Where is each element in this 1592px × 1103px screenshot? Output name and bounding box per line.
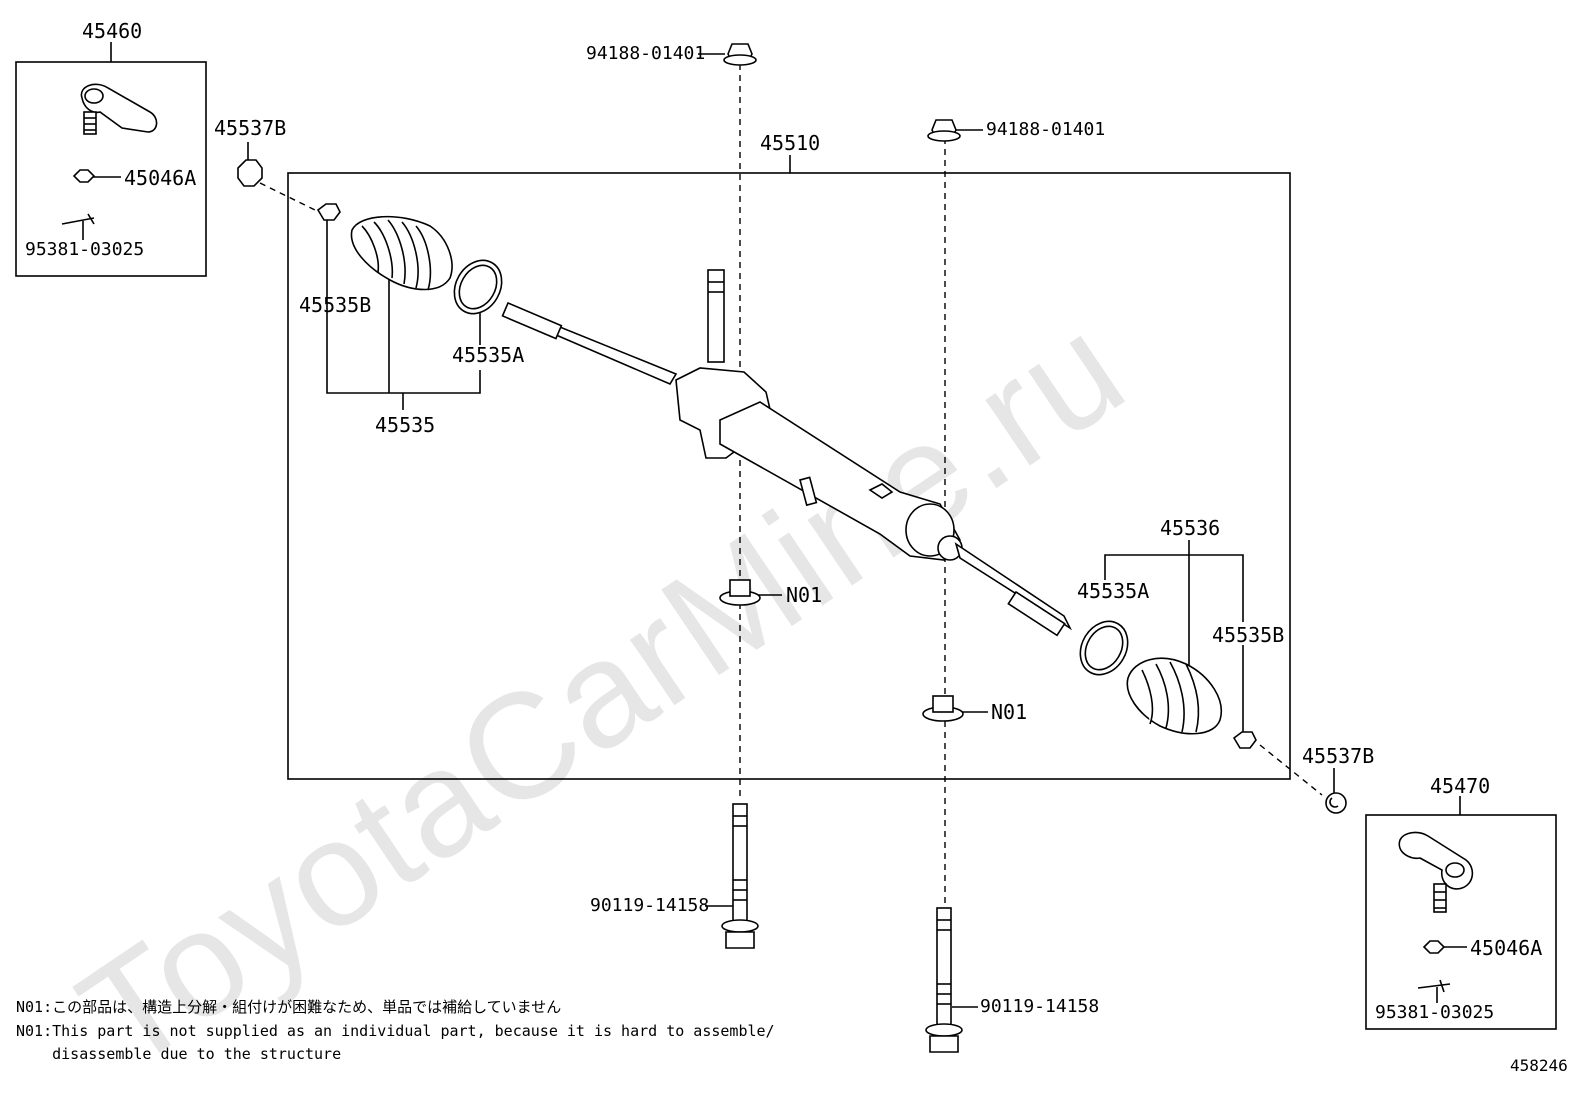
label-nut-right: 45046A <box>1470 936 1543 960</box>
label-clip-right: 45537B <box>1302 744 1375 768</box>
diagram-id: 458246 <box>1510 1056 1568 1075</box>
label-tie-rod-end-left: 45460 <box>82 19 143 43</box>
label-grommet-right: N01 <box>991 700 1028 724</box>
label-boot-clamp-right: 45535B <box>1212 623 1285 647</box>
note-japanese: N01:この部品は、構造上分解・組付けが困難なため、単品では補給していません <box>16 998 562 1016</box>
label-nut-left: 45046A <box>124 166 197 190</box>
label-cotter-pin-right: 95381-03025 <box>1375 1002 1495 1023</box>
bolt-right-drawing <box>925 907 963 1053</box>
tie-rod-end-left-drawing <box>61 83 158 225</box>
label-boot-kit-left: 45535 <box>375 413 436 437</box>
label-cotter-pin-left: 95381-03025 <box>25 239 145 260</box>
label-bolt-left: 90119-14158 <box>590 895 710 916</box>
label-grommet-left: N01 <box>786 583 823 607</box>
steering-gear-box <box>287 172 1291 780</box>
tie-rod-end-right-drawing <box>1398 831 1474 993</box>
label-clip-left: 45537B <box>214 116 287 140</box>
clip-left-drawing <box>237 159 263 187</box>
label-boot-band-left: 45535A <box>452 343 525 367</box>
tie-rod-end-right-box <box>1365 814 1557 1030</box>
label-boot-band-right: 45535A <box>1077 579 1150 603</box>
label-boot-kit-right: 45536 <box>1160 516 1221 540</box>
label-steering-gear: 45510 <box>760 131 821 155</box>
bolt-left-drawing <box>721 803 759 949</box>
steering-rack-drawing <box>501 269 1073 637</box>
label-boot-clamp-left: 45535B <box>299 293 372 317</box>
boot-left-drawing <box>316 203 503 315</box>
note-english-line2: disassemble due to the structure <box>16 1045 342 1063</box>
boot-right-drawing <box>1079 620 1257 749</box>
clip-right-drawing <box>1325 792 1347 814</box>
label-nut-top-left: 94188-01401 <box>586 43 706 64</box>
note-english-line1: N01:This part is not supplied as an indi… <box>16 1022 775 1040</box>
label-tie-rod-end-right: 45470 <box>1430 774 1491 798</box>
label-bolt-right: 90119-14158 <box>980 996 1100 1017</box>
label-nut-top-right: 94188-01401 <box>986 119 1106 140</box>
